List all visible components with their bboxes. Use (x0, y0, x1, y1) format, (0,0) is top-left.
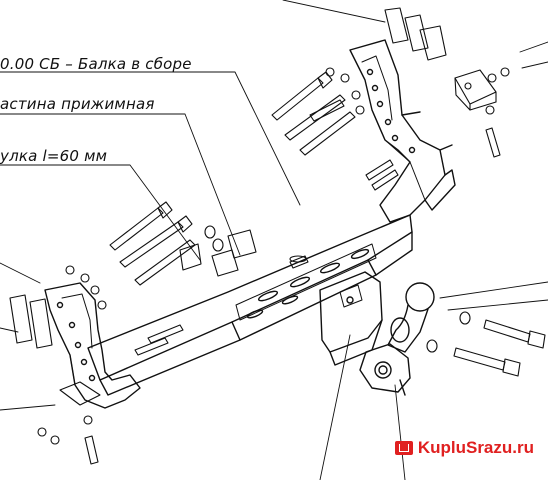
callout-sleeve: улка l=60 мм (0, 147, 108, 165)
left-clamp-plates (9, 265, 107, 465)
watermark-text: KupluSrazu.ru (417, 438, 534, 457)
callout-clamp-plate: астина прижимная (0, 95, 155, 113)
left-side-bracket (44, 282, 141, 409)
tow-ball (405, 282, 435, 312)
top-clamp-plates (384, 7, 510, 158)
watermark: KupluSrazu.ru (394, 438, 534, 458)
callout-beam-assembly: 0.00 СБ – Балка в сборе (0, 55, 192, 73)
right-side-bracket (349, 39, 456, 223)
hitch-pin (289, 255, 309, 269)
bag-icon (394, 441, 413, 455)
left-bolts (109, 201, 257, 356)
top-bolts (271, 67, 399, 191)
right-bolts (426, 311, 546, 377)
main-beam (87, 214, 413, 396)
ball-mount (319, 271, 435, 396)
